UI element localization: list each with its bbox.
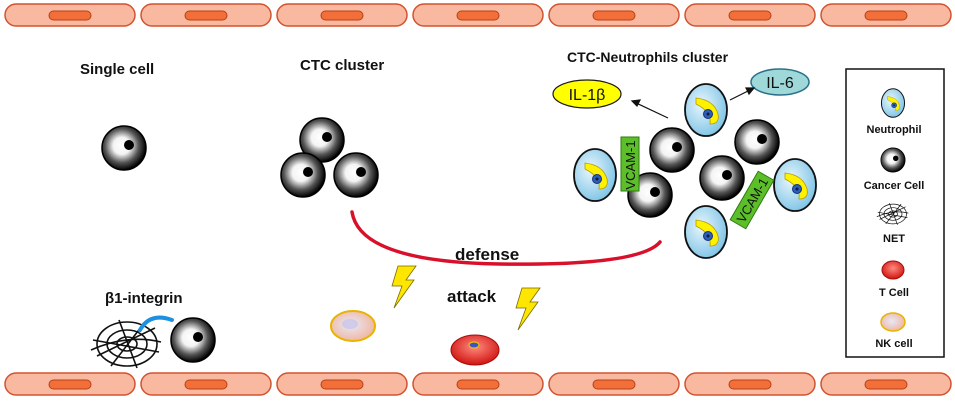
lightning-icon [391, 265, 417, 309]
single-cancer-cell [101, 125, 147, 171]
ctc-cluster [280, 117, 379, 198]
net-trap [90, 319, 162, 369]
beta1-integrin-label: β1-integrin [105, 290, 183, 307]
vcam1-left-badge: VCAM-1 [620, 136, 640, 192]
ctc-cluster-label: CTC cluster [300, 57, 384, 74]
attack-label: attack [447, 287, 497, 306]
nk-cell-icon [880, 312, 906, 332]
legend-nk-cell-label: NK cell [875, 338, 912, 350]
legend-neutrophil-label: Neutrophil [867, 124, 922, 136]
cancer-cell-icon [880, 147, 906, 173]
il1b-badge: IL-1β [552, 79, 622, 109]
legend-cancer-cell-label: Cancer Cell [864, 180, 925, 192]
arrow-icon [630, 87, 756, 119]
defense-curve [350, 210, 662, 266]
integrin-cancer-cell [170, 317, 216, 363]
legend: Neutrophil Cancer Cell NET T Cell NK cel… [845, 68, 945, 358]
single-cell-label: Single cell [80, 61, 154, 78]
il1b-label: IL-1β [569, 87, 606, 104]
legend-net-label: NET [883, 233, 905, 245]
cluster-neutrophils [573, 83, 817, 259]
bottom-endothelium [4, 372, 952, 396]
nk-cell [330, 310, 376, 342]
t-cell [450, 334, 500, 366]
ctc-neutrophils-label: CTC-Neutrophils cluster [567, 49, 729, 65]
top-endothelium [4, 3, 952, 27]
il6-badge: IL-6 [750, 68, 810, 96]
defense-label: defense [455, 245, 519, 264]
vcam1-left-label: VCAM-1 [623, 140, 638, 189]
lightning-icon [515, 287, 541, 331]
il6-label: IL-6 [766, 75, 794, 92]
neutrophil-icon [880, 88, 906, 118]
integrin-link [138, 315, 174, 332]
legend-t-cell-label: T Cell [879, 287, 909, 299]
t-cell-icon [881, 260, 905, 280]
